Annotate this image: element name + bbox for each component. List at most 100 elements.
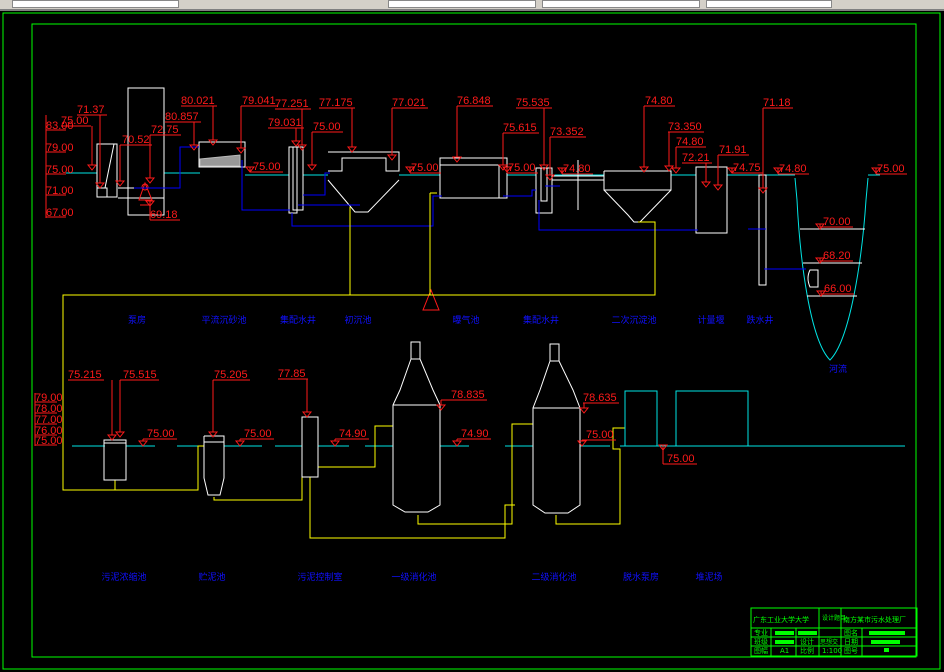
elevation-marker-icon [556, 167, 568, 174]
elevation-marker-icon [346, 146, 358, 153]
elevation-label: 75.215 [68, 369, 102, 381]
elevation-marker-icon [306, 164, 318, 171]
elevation-label: 75.205 [214, 369, 248, 381]
elevation-label: 77.021 [392, 97, 426, 109]
elevation-marker-icon [94, 182, 106, 189]
elevation-label: 75.00 [147, 428, 175, 440]
structure-label: 跌水井 [746, 314, 773, 326]
major-label: 专业 [754, 628, 768, 637]
sludge-yard[interactable] [675, 390, 749, 447]
elevation-marker-icon [663, 165, 675, 172]
elevation-marker-icon [700, 181, 712, 188]
elevation-label: 75.00 [508, 162, 536, 174]
color-dropdown[interactable] [388, 0, 536, 8]
structure-label: 平流沉砂池 [201, 314, 246, 326]
structure-label: 脱水泵房 [623, 571, 659, 583]
cad-toolbar [0, 0, 944, 11]
elevation-marker-icon [207, 431, 219, 438]
elevation-label: 73.352 [550, 126, 584, 138]
secondary-clarifier[interactable] [603, 170, 672, 223]
structure-label: 二级消化池 [531, 571, 576, 583]
primary-clarifier[interactable] [327, 151, 400, 213]
scale-tick-label: 67.00 [46, 207, 74, 219]
bar-screen[interactable] [96, 143, 118, 198]
elevation-marker-icon [86, 164, 98, 171]
pump-house[interactable] [118, 87, 165, 216]
date-label: 日期 [844, 638, 858, 646]
elevation-marker-icon [301, 411, 313, 418]
elevation-marker-icon [814, 223, 826, 230]
elevation-marker-icon [578, 407, 590, 414]
sludge-holding-tank[interactable] [203, 435, 225, 496]
sheet-size: A1 [780, 647, 789, 655]
elevation-label: 75.00 [313, 121, 341, 133]
elevation-label: 78.835 [451, 389, 485, 401]
elevation-label: 75.00 [244, 428, 272, 440]
elevation-marker-icon [815, 290, 827, 297]
secondary-digester[interactable] [532, 343, 581, 514]
elevation-marker-icon [712, 184, 724, 191]
elevation-label: 75.615 [503, 122, 537, 134]
structure-label: 集配水井 [280, 314, 316, 326]
sludge-thickener[interactable] [103, 439, 127, 481]
elevation-label: 70.52 [122, 134, 150, 146]
elevation-marker-icon [726, 167, 738, 174]
distribution-well-1[interactable] [288, 146, 304, 214]
aeration-tank[interactable] [439, 157, 508, 199]
elevation-marker-icon [296, 144, 308, 151]
scale-tick-label: 76.00 [35, 425, 63, 437]
drawing-name-label: 图名 [844, 628, 858, 637]
elevation-marker-icon [290, 140, 302, 147]
ground-line-top [66, 172, 880, 176]
structure-label: 初沉池 [344, 314, 371, 326]
elevation-label: 72.75 [151, 124, 179, 136]
sludge-control-room[interactable] [301, 416, 319, 478]
elevation-label: 77.251 [275, 98, 309, 110]
elevation-label: 77.175 [319, 97, 353, 109]
elevation-label: 79.041 [242, 95, 276, 107]
linetype-dropdown[interactable] [542, 0, 700, 8]
elevation-marker-icon [404, 166, 416, 173]
elevation-marker-icon [772, 167, 784, 174]
elevation-marker-icon [244, 166, 256, 173]
elevation-marker-icon [657, 444, 669, 451]
scale-tick-label: 77.00 [35, 414, 63, 426]
elevation-marker-icon [538, 164, 550, 171]
scale-tick-label: 79.00 [35, 392, 63, 404]
structure-label: 计量堰 [697, 314, 724, 326]
elevation-label: 75.00 [586, 429, 614, 441]
elevation-marker-icon [114, 431, 126, 438]
dewatering-pump-house[interactable] [624, 390, 658, 447]
scale-tick-label: 71.00 [46, 185, 74, 197]
scale-value: 1:100 [822, 647, 842, 655]
class-label: 班级 [754, 637, 768, 646]
elevation-label: 80.857 [165, 111, 199, 123]
elevation-label: 75.00 [667, 453, 695, 465]
outer-border [2, 12, 941, 670]
elevation-label: 77.85 [278, 368, 306, 380]
structure-label: 贮泥池 [198, 571, 225, 583]
elevation-marker-icon [144, 177, 156, 184]
elevation-label: 74.80 [563, 163, 591, 175]
school-name: 广东工业大学大学 [753, 615, 809, 624]
pump-icon [138, 181, 153, 206]
elevation-marker-icon [670, 167, 682, 174]
layer-dropdown[interactable] [12, 0, 179, 8]
elevation-label: 78.635 [583, 392, 617, 404]
drawing-no-label: 图号 [844, 647, 858, 655]
structure-label: 泵房 [128, 314, 146, 326]
elevation-label: 75.00 [411, 162, 439, 174]
primary-digester[interactable] [392, 341, 441, 513]
elevation-label: 75.00 [877, 163, 905, 175]
elevation-label: 68.20 [823, 250, 851, 262]
designer-label: 设计 [800, 637, 814, 646]
elevation-label: 74.80 [645, 95, 673, 107]
scale-tick-label: 75.00 [35, 435, 63, 447]
elevation-label: 72.21 [682, 152, 710, 164]
inner-border [31, 23, 917, 658]
grit-chamber[interactable] [198, 141, 246, 168]
lineweight-dropdown[interactable] [706, 0, 832, 8]
structure-label: 污泥控制室 [297, 571, 342, 583]
measuring-weir[interactable] [695, 166, 728, 234]
